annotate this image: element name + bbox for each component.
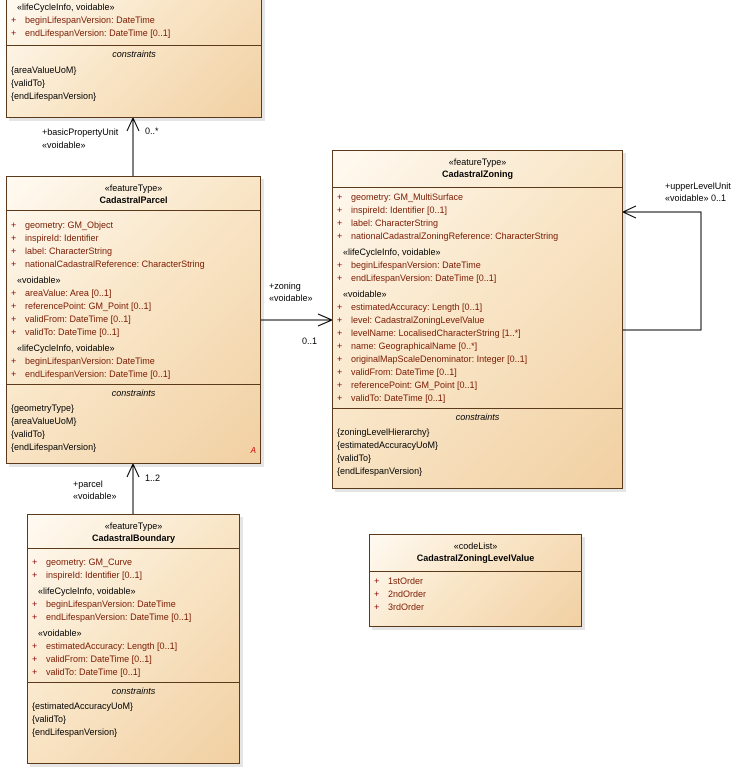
attribute: +geometry: GM_Object	[11, 220, 114, 230]
stereotype: «featureType»	[448, 157, 507, 167]
constraint: {endLifespanVersion}	[11, 91, 97, 101]
upper-level-unit-line	[623, 211, 702, 331]
stereotype: «codeList»	[453, 541, 498, 551]
constraint: {geometryType}	[11, 403, 75, 413]
attribute: +inspireId: Identifier	[11, 233, 99, 243]
constraints-title: constraints	[111, 388, 156, 398]
upper-level-unit-arrowhead	[621, 205, 637, 219]
top-attribute: +beginLifespanVersion: DateTime	[11, 15, 155, 25]
attribute: +validFrom: DateTime [0..1]	[11, 314, 131, 324]
constraint: {zoningLevelHierarchy}	[337, 427, 430, 437]
class-name: CadastralBoundary	[91, 533, 176, 543]
cadastral-boundary-box[interactable]: «featureType» CadastralBoundary +geometr…	[27, 514, 240, 764]
attribute: +label: CharacterString	[337, 218, 439, 228]
attribute: +originalMapScaleDenominator: Integer [0…	[337, 354, 528, 364]
lifecycle-group-label: «lifeCycleInfo, voidable»	[38, 586, 136, 596]
attribute: +geometry: GM_Curve	[32, 557, 133, 567]
parcel-stereotype: «voidable»	[73, 491, 117, 501]
class-name: CadastralZoning	[441, 169, 513, 179]
attribute: +validFrom: DateTime [0..1]	[32, 654, 152, 664]
attribute: +referencePoint: GM_Point [0..1]	[337, 380, 478, 390]
zoning-role: +zoning	[269, 281, 301, 291]
upper-level-unit-stereotype-multiplicity: «voidable» 0..1	[665, 193, 727, 203]
attribute: +referencePoint: GM_Point [0..1]	[11, 301, 152, 311]
constraint: {estimatedAccuracyUoM}	[337, 440, 439, 450]
attribute: +nationalCadastralReference: CharacterSt…	[11, 259, 205, 269]
constraint: {endLifespanVersion}	[337, 466, 423, 476]
class-name: CadastralParcel	[99, 195, 168, 205]
parcel-arrowhead	[126, 462, 140, 478]
attribute: +endLifespanVersion: DateTime [0..1]	[11, 369, 171, 379]
basic-property-unit-stereotype: «voidable»	[42, 140, 86, 150]
stereotype: «featureType»	[104, 521, 163, 531]
attribute: +levelName: LocalisedCharacterString [1.…	[337, 328, 521, 338]
attribute: +geometry: GM_MultiSurface	[337, 192, 464, 202]
attribute: +inspireId: Identifier [0..1]	[337, 205, 448, 215]
voidable-group-label: «voidable»	[17, 275, 61, 285]
attribute: +endLifespanVersion: DateTime [0..1]	[32, 612, 192, 622]
class-header: «codeList» CadastralZoningLevelValue	[370, 535, 581, 572]
attribute: +validTo: DateTime [0..1]	[32, 667, 141, 677]
code-value: +3rdOrder	[374, 602, 425, 612]
constraint: {validTo}	[11, 78, 46, 88]
upper-level-unit-role: +upperLevelUnit	[665, 181, 731, 191]
code-value: +1stOrder	[374, 576, 424, 586]
constraint: {validTo}	[11, 429, 46, 439]
lifecycle-group-label: «lifeCycleInfo, voidable»	[17, 343, 115, 353]
zoning-multiplicity: 0..1	[302, 336, 318, 346]
top-lifecycle-group-label: «lifeCycleInfo, voidable»	[17, 2, 115, 12]
attribute: +name: GeographicalName [0..*]	[337, 341, 478, 351]
code-value: +2ndOrder	[374, 589, 427, 599]
attribute: +label: CharacterString	[11, 246, 113, 256]
basic-property-unit-arrowhead	[126, 116, 140, 132]
attribute: +nationalCadastralZoningReference: Chara…	[337, 231, 559, 241]
attribute: +validTo: DateTime [0..1]	[11, 327, 120, 337]
constraint: {areaValueUoM}	[11, 416, 77, 426]
basic-property-unit-multiplicity: 0..*	[145, 126, 159, 136]
attribute: +estimatedAccuracy: Length [0..1]	[337, 302, 483, 312]
attribute: +beginLifespanVersion: DateTime	[337, 260, 481, 270]
attribute: +beginLifespanVersion: DateTime	[11, 356, 155, 366]
attribute: +beginLifespanVersion: DateTime	[32, 599, 176, 609]
zoning-level-codelist-box[interactable]: «codeList» CadastralZoningLevelValue +1s…	[369, 534, 582, 627]
lifecycle-group-label: «lifeCycleInfo, voidable»	[343, 247, 441, 257]
class-header: «featureType» CadastralParcel	[7, 177, 260, 211]
parcel-role: +parcel	[73, 479, 103, 489]
stereotype: «featureType»	[104, 183, 163, 193]
abstract-marker: A	[250, 446, 256, 455]
constraints-title: constraints	[111, 686, 156, 696]
basic-property-unit-role: +basicPropertyUnit	[42, 127, 119, 137]
class-header: «featureType» CadastralBoundary	[28, 515, 239, 549]
top-class-box[interactable]: «lifeCycleInfo, voidable» +beginLifespan…	[6, 0, 262, 118]
attribute: +validFrom: DateTime [0..1]	[337, 367, 457, 377]
constraints-title: constraints	[112, 49, 156, 59]
attribute: +inspireId: Identifier [0..1]	[32, 570, 143, 580]
class-header: «featureType» CadastralZoning	[333, 151, 622, 188]
attribute: +areaValue: Area [0..1]	[11, 288, 112, 298]
attribute: +validTo: DateTime [0..1]	[337, 393, 446, 403]
parcel-multiplicity: 1..2	[145, 473, 161, 483]
cadastral-zoning-box[interactable]: «featureType» CadastralZoning +geometry:…	[332, 150, 623, 489]
attribute: +level: CadastralZoningLevelValue	[337, 315, 485, 325]
constraint: {areaValueUoM}	[11, 65, 77, 75]
class-name: CadastralZoningLevelValue	[416, 553, 535, 563]
constraint: {endLifespanVersion}	[32, 727, 118, 737]
constraint: {estimatedAccuracyUoM}	[32, 701, 134, 711]
constraint: {validTo}	[32, 714, 67, 724]
constraints-title: constraints	[455, 412, 500, 422]
zoning-stereotype: «voidable»	[269, 293, 313, 303]
attribute: +estimatedAccuracy: Length [0..1]	[32, 641, 178, 651]
cadastral-parcel-box[interactable]: «featureType» CadastralParcel +geometry:…	[6, 176, 261, 464]
attribute: +endLifespanVersion: DateTime [0..1]	[337, 273, 497, 283]
top-attribute: +endLifespanVersion: DateTime [0..1]	[11, 28, 171, 38]
constraint: {endLifespanVersion}	[11, 442, 97, 452]
constraint: {validTo}	[337, 453, 372, 463]
voidable-group-label: «voidable»	[343, 289, 387, 299]
voidable-group-label: «voidable»	[38, 628, 82, 638]
